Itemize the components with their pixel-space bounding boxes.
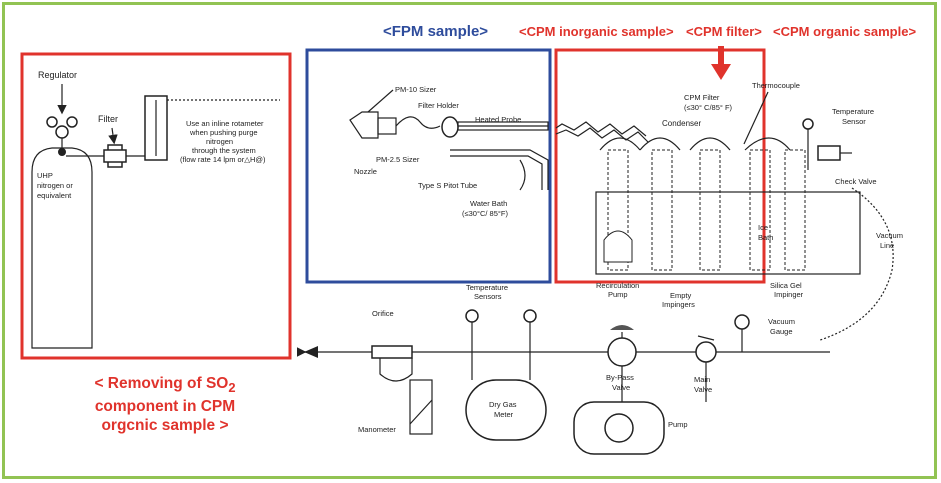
nozzle-label: Nozzle	[354, 167, 377, 176]
cpm-inorganic-header: <CPM inorganic sample>	[519, 24, 674, 39]
bypass-label-1: By-Pass	[606, 373, 634, 382]
silica-gel-label-2: Impinger	[774, 290, 804, 299]
main-valve	[695, 335, 717, 363]
sampling-probe	[349, 111, 549, 191]
temp-gauges	[465, 309, 537, 352]
rotameter-note-4: through the system	[192, 146, 256, 155]
water-bath-label-2: (≤30°C/ 85°F)	[462, 209, 508, 218]
heated-probe-label: Heated Probe	[475, 115, 521, 124]
so2-removal-note: < Removing of SO2 component in CPM orgcn…	[60, 374, 270, 435]
note-line-2: component in CPM	[94, 398, 236, 416]
filter-holder-label: Filter Holder	[418, 101, 459, 110]
manometer-label: Manometer	[358, 425, 396, 434]
purge-section-box	[20, 52, 292, 360]
cpm-section-box	[554, 48, 766, 284]
fpm-section-box	[305, 48, 552, 284]
rotameter-note-5: (flow rate 14 lpm or△H@)	[180, 155, 266, 164]
rotameter-note-1: Use an inline rotameter	[186, 119, 264, 128]
cpm-filter-arrow	[711, 46, 731, 80]
nitrogen-cylinder	[31, 147, 93, 349]
water-bath-label-1: Water Bath	[470, 199, 507, 208]
check-valve-icon	[817, 145, 852, 161]
uhp-label-1: UHP	[37, 171, 53, 180]
pitot-label: Type S Pitot Tube	[418, 181, 477, 190]
temperature-sensor-icon	[802, 118, 814, 170]
regulator-label: Regulator	[38, 70, 77, 80]
empty-impingers-label-2: Impingers	[662, 300, 695, 309]
bypass-valve	[607, 325, 637, 367]
filter-label: Filter	[98, 114, 118, 124]
cpm-organic-header: <CPM organic sample>	[773, 24, 916, 39]
thermocouple-label: Thermocouple	[752, 81, 800, 90]
condenser-coil	[555, 121, 649, 143]
filter-icon	[103, 144, 127, 168]
pm25-label: PM-2.5 Sizer	[376, 155, 420, 164]
temp-sensors-label-1: Temperature	[466, 283, 508, 292]
note-line-1: < Removing of SO	[94, 375, 229, 392]
cpm-filter-label-2: (≤30° C/85° F)	[684, 103, 733, 112]
uhp-label-3: equivalent	[37, 191, 72, 200]
ice-bath-label-2: Bath	[758, 233, 773, 242]
cpm-filter-label-1: CPM Filter	[684, 93, 720, 102]
orifice-manometer	[371, 345, 433, 435]
impinger-train	[595, 137, 861, 275]
pump-label: Pump	[668, 420, 688, 429]
empty-impingers-label-1: Empty	[670, 291, 692, 300]
dry-gas-label-2: Meter	[494, 410, 514, 419]
check-valve-label: Check Valve	[835, 177, 877, 186]
recirculation-label-2: Pump	[608, 290, 628, 299]
temp-sensors-label-2: Sensors	[474, 292, 502, 301]
cpm-filter-header: <CPM filter>	[686, 24, 762, 39]
condenser-label: Condenser	[662, 119, 701, 128]
ice-bath-label-1: Ice	[758, 223, 768, 232]
main-valve-label-1: Main	[694, 375, 710, 384]
dry-gas-meter	[465, 352, 547, 441]
note-subscript: 2	[228, 380, 236, 396]
orifice-label: Orifice	[372, 309, 394, 318]
vacuum-gauge	[734, 314, 750, 352]
vacuum-gauge-label-2: Gauge	[770, 327, 793, 336]
rotameter-note-2: when pushing purge	[189, 128, 258, 137]
vacuum-gauge-label-1: Vacuum	[768, 317, 795, 326]
vacuum-line-label-2: Line	[880, 241, 894, 250]
uhp-label-2: nitrogen or	[37, 181, 73, 190]
temp-sensor-label-2: Sensor	[842, 117, 866, 126]
bypass-label-2: Valve	[612, 383, 630, 392]
fpm-sample-header: <FPM sample>	[383, 23, 488, 40]
silica-gel-label-1: Silica Gel	[770, 281, 802, 290]
regulator-icon	[46, 116, 78, 156]
recirculation-label-1: Recirculation	[596, 281, 639, 290]
dry-gas-label-1: Dry Gas	[489, 400, 517, 409]
rotameter-icon	[144, 95, 280, 161]
pm10-label: PM-10 Sizer	[395, 85, 437, 94]
vacuum-line-label-1: Vacuum	[876, 231, 903, 240]
rotameter-note-3: nitrogen	[206, 137, 233, 146]
note-line-3: orgcnic sample >	[101, 417, 229, 435]
main-valve-label-2: Valve	[694, 385, 712, 394]
temp-sensor-label-1: Temperature	[832, 107, 874, 116]
pump-unit	[573, 362, 707, 455]
